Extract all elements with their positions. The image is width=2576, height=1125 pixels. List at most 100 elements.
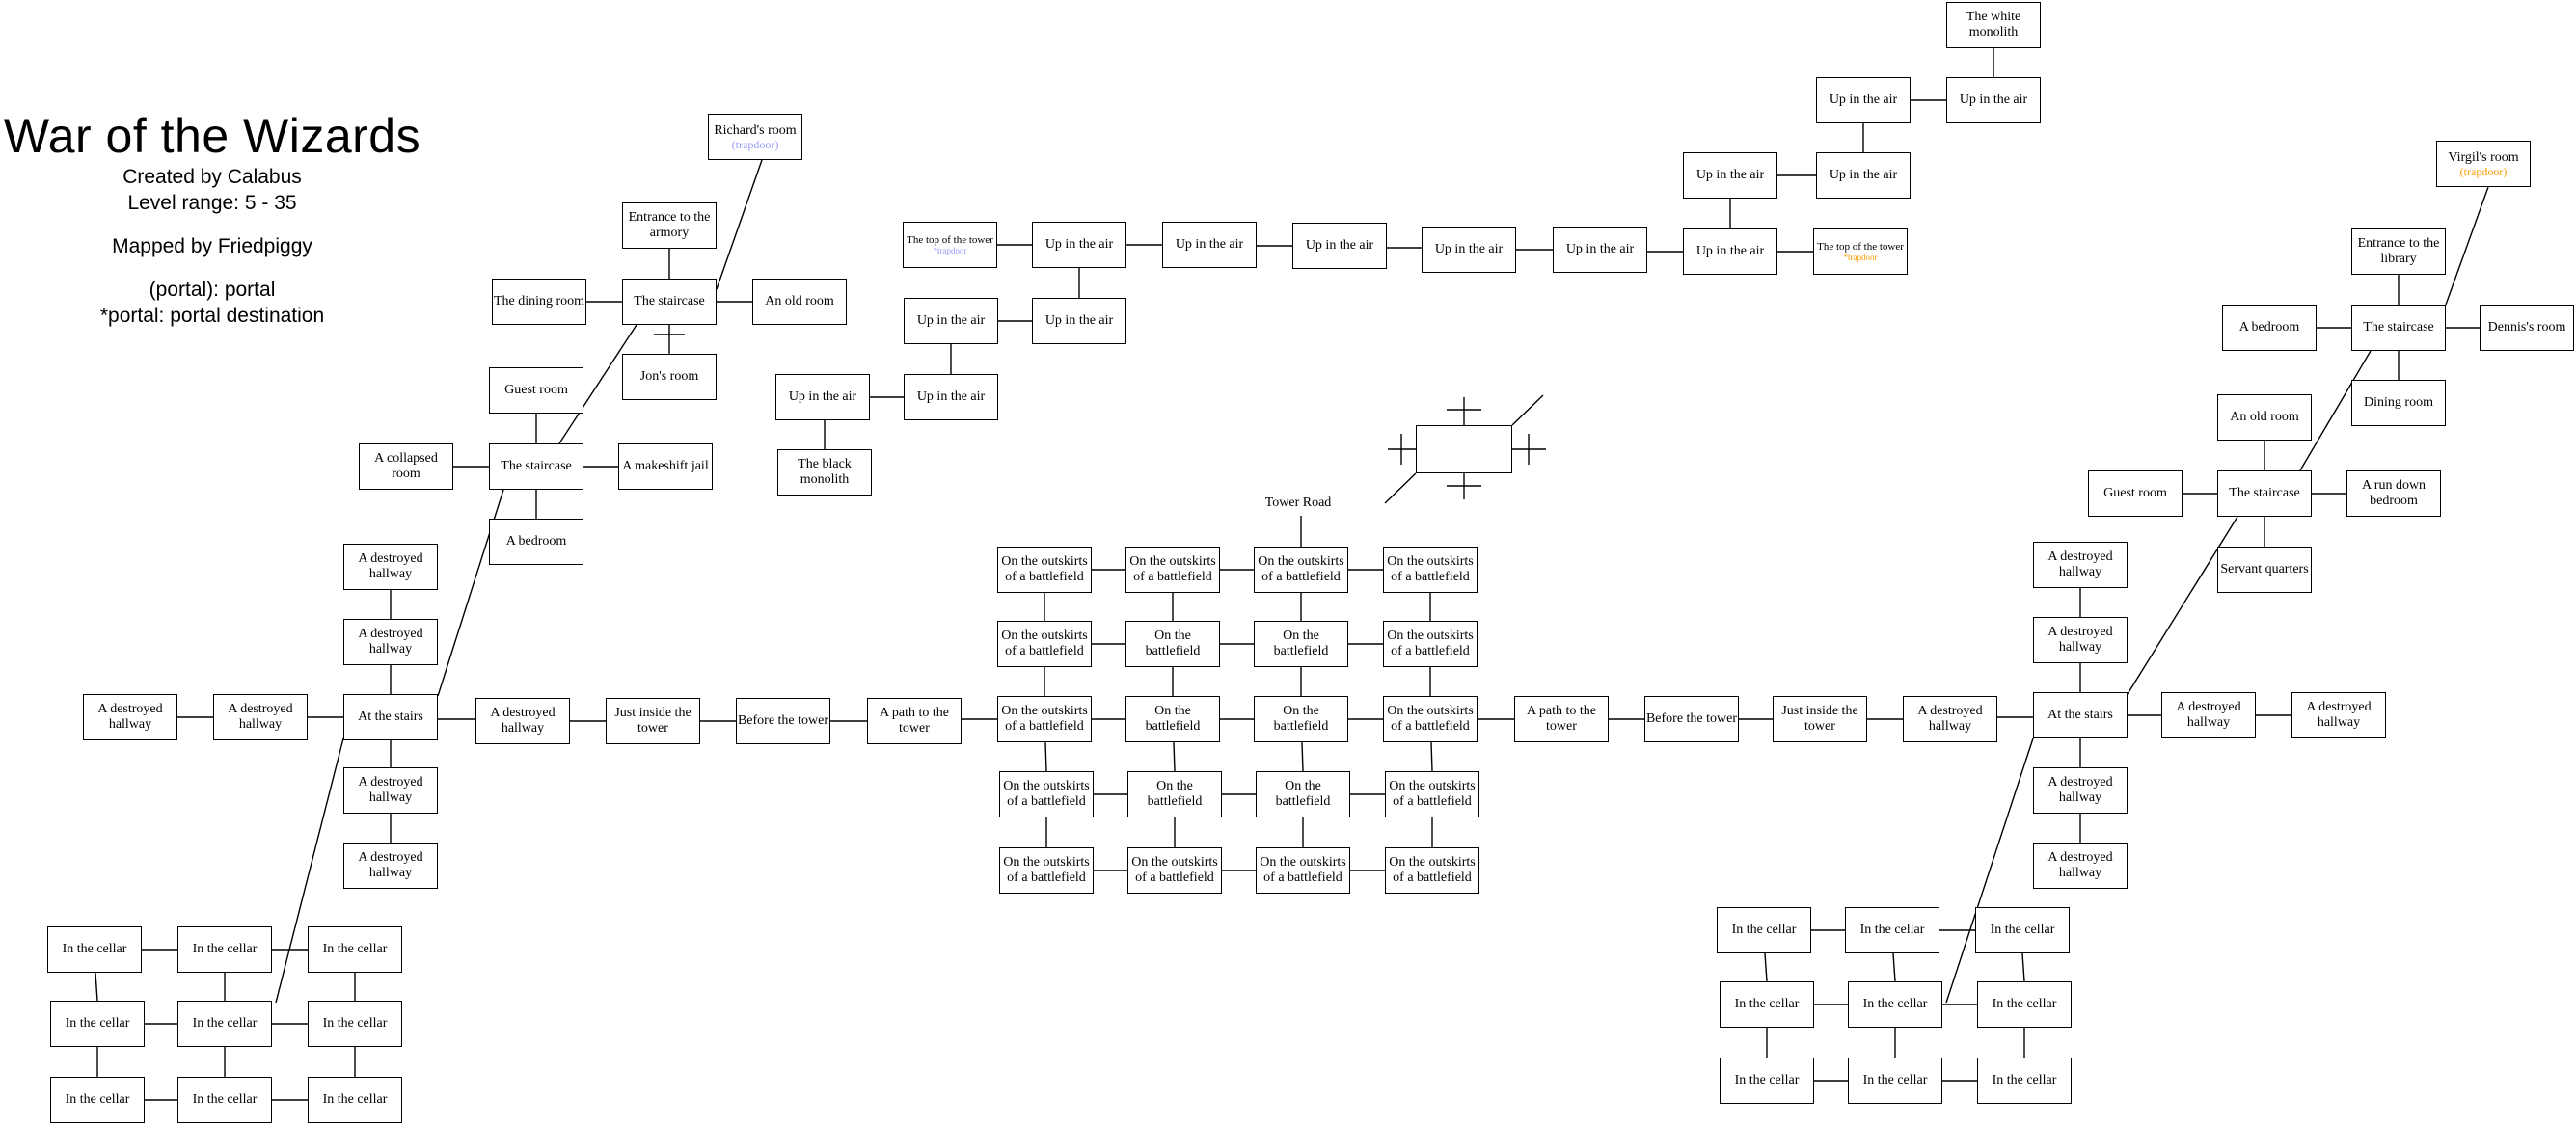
- room-e-hall-e2[interactable]: A destroyed hallway: [2291, 692, 2386, 738]
- room-w-cellar-1-3[interactable]: In the cellar: [308, 926, 402, 973]
- room-e-cellar-3-3[interactable]: In the cellar: [1977, 1058, 2072, 1104]
- room-e-cellar-1-1[interactable]: In the cellar: [1717, 907, 1811, 953]
- room-bf-5-2[interactable]: On the outskirts of a battlefield: [1127, 847, 1222, 894]
- room-bf-3-3[interactable]: On the battlefield: [1254, 696, 1348, 742]
- room-bf-1-1[interactable]: On the outskirts of a battlefield: [997, 547, 1092, 593]
- room-e3-dennis[interactable]: Dennis's room: [2480, 305, 2574, 351]
- room-w-stairs[interactable]: At the stairs: [343, 694, 438, 740]
- room-w-hall-e[interactable]: A destroyed hallway: [475, 698, 570, 744]
- room-e3-dining[interactable]: Dining room: [2351, 380, 2446, 426]
- room-white-monolith[interactable]: The white monolith: [1946, 2, 2041, 48]
- room-w-cellar-1-2[interactable]: In the cellar: [177, 926, 272, 973]
- room-e-inside[interactable]: Just inside the tower: [1773, 696, 1867, 742]
- room-w-hall-b[interactable]: A destroyed hallway: [213, 694, 308, 740]
- room-e-hall-s2[interactable]: A destroyed hallway: [2033, 843, 2128, 889]
- room-e-cellar-3-1[interactable]: In the cellar: [1720, 1058, 1814, 1104]
- room-bf-4-3[interactable]: On the battlefield: [1256, 771, 1350, 817]
- room-w-before[interactable]: Before the tower: [736, 698, 830, 744]
- room-air-top-east[interactable]: The top of the tower*trapdoor: [1813, 228, 1908, 275]
- room-bf-5-4[interactable]: On the outskirts of a battlefield: [1385, 847, 1479, 894]
- room-w-hall-n1[interactable]: A destroyed hallway: [343, 544, 438, 590]
- room-e-cellar-1-3[interactable]: In the cellar: [1975, 907, 2070, 953]
- room-w-cellar-2-3[interactable]: In the cellar: [308, 1001, 402, 1047]
- room-e3-staircase[interactable]: The staircase: [2351, 305, 2446, 351]
- room-bf-3-2[interactable]: On the battlefield: [1125, 696, 1220, 742]
- room-bf-1-3[interactable]: On the outskirts of a battlefield: [1254, 547, 1348, 593]
- room-e-hall-n1[interactable]: A destroyed hallway: [2033, 542, 2128, 588]
- room-e-cellar-3-2[interactable]: In the cellar: [1848, 1058, 1942, 1104]
- room-w3-armory[interactable]: Entrance to the armory: [622, 202, 717, 249]
- room-w-cellar-3-3[interactable]: In the cellar: [308, 1077, 402, 1123]
- room-e-hall-n2[interactable]: A destroyed hallway: [2033, 617, 2128, 663]
- room-e3-library[interactable]: Entrance to the library: [2351, 228, 2446, 275]
- room-air-7[interactable]: Up in the air: [1032, 298, 1126, 344]
- room-w-inside[interactable]: Just inside the tower: [606, 698, 700, 744]
- room-w3-jon[interactable]: Jon's room: [622, 354, 717, 400]
- room-air-top-west[interactable]: The top of the tower*trapdoor: [903, 222, 997, 268]
- room-e-cellar-2-1[interactable]: In the cellar: [1720, 981, 1814, 1028]
- room-e3-bedroom[interactable]: A bedroom: [2222, 305, 2317, 351]
- room-bf-5-3[interactable]: On the outskirts of a battlefield: [1256, 847, 1350, 894]
- room-e2-staircase[interactable]: The staircase: [2217, 470, 2312, 517]
- room-bf-1-2[interactable]: On the outskirts of a battlefield: [1125, 547, 1220, 593]
- room-e-hall-e1[interactable]: A destroyed hallway: [2161, 692, 2256, 738]
- room-air-6[interactable]: Up in the air: [1683, 228, 1777, 275]
- room-air-2[interactable]: Up in the air: [1162, 222, 1257, 268]
- room-w-hall-n2[interactable]: A destroyed hallway: [343, 619, 438, 665]
- room-w2-staircase[interactable]: The staircase: [489, 443, 583, 490]
- room-w-hall-s1[interactable]: A destroyed hallway: [343, 767, 438, 814]
- room-w-cellar-3-1[interactable]: In the cellar: [50, 1077, 145, 1123]
- room-bf-5-1[interactable]: On the outskirts of a battlefield: [999, 847, 1094, 894]
- room-w-cellar-2-1[interactable]: In the cellar: [50, 1001, 145, 1047]
- room-w-cellar-2-2[interactable]: In the cellar: [177, 1001, 272, 1047]
- room-w-hall-s2[interactable]: A destroyed hallway: [343, 843, 438, 889]
- room-air-4[interactable]: Up in the air: [1422, 227, 1516, 273]
- room-bf-2-1[interactable]: On the outskirts of a battlefield: [997, 621, 1092, 667]
- room-air-3[interactable]: Up in the air: [1292, 223, 1387, 269]
- room-e-cellar-2-2[interactable]: In the cellar: [1848, 981, 1942, 1028]
- room-bf-3-1[interactable]: On the outskirts of a battlefield: [997, 696, 1092, 742]
- room-e-hall-s1[interactable]: A destroyed hallway: [2033, 767, 2128, 814]
- room-bf-3-4[interactable]: On the outskirts of a battlefield: [1383, 696, 1478, 742]
- room-w-hall-a[interactable]: A destroyed hallway: [83, 694, 177, 740]
- room-w-cellar-1-1[interactable]: In the cellar: [47, 926, 142, 973]
- room-e2-guest[interactable]: Guest room: [2088, 470, 2183, 517]
- room-e-stairs[interactable]: At the stairs: [2033, 692, 2128, 738]
- room-w2-jail[interactable]: A makeshift jail: [618, 443, 713, 490]
- room-e-cellar-1-2[interactable]: In the cellar: [1845, 907, 1939, 953]
- room-bf-1-4[interactable]: On the outskirts of a battlefield: [1383, 547, 1478, 593]
- room-air-12[interactable]: Up in the air: [1816, 152, 1911, 199]
- room-w2-collapsed[interactable]: A collapsed room: [359, 443, 453, 490]
- room-e-cellar-2-3[interactable]: In the cellar: [1977, 981, 2072, 1028]
- room-w3-staircase[interactable]: The staircase: [622, 279, 717, 325]
- room-air-5[interactable]: Up in the air: [1553, 227, 1647, 273]
- room-w-path[interactable]: A path to the tower: [867, 698, 962, 744]
- room-air-8[interactable]: Up in the air: [904, 298, 998, 344]
- room-w3-richard[interactable]: Richard's room(trapdoor): [708, 114, 802, 160]
- room-bf-2-3[interactable]: On the battlefield: [1254, 621, 1348, 667]
- room-e-hall-w[interactable]: A destroyed hallway: [1903, 696, 1997, 742]
- room-e2-old[interactable]: An old room: [2217, 394, 2312, 441]
- room-bf-2-2[interactable]: On the battlefield: [1125, 621, 1220, 667]
- room-bf-4-2[interactable]: On the battlefield: [1127, 771, 1222, 817]
- room-air-14[interactable]: Up in the air: [1946, 77, 2041, 123]
- room-bf-4-1[interactable]: On the outskirts of a battlefield: [999, 771, 1094, 817]
- room-e2-rundown[interactable]: A run down bedroom: [2346, 470, 2441, 517]
- room-w2-guest[interactable]: Guest room: [489, 367, 583, 414]
- room-e-path[interactable]: A path to the tower: [1514, 696, 1609, 742]
- room-w3-old[interactable]: An old room: [752, 279, 847, 325]
- room-bf-4-4[interactable]: On the outskirts of a battlefield: [1385, 771, 1479, 817]
- room-air-13[interactable]: Up in the air: [1816, 77, 1911, 123]
- room-w2-bedroom[interactable]: A bedroom: [489, 519, 583, 565]
- room-air-10[interactable]: Up in the air: [775, 374, 870, 420]
- room-bf-2-4[interactable]: On the outskirts of a battlefield: [1383, 621, 1478, 667]
- room-w3-dining[interactable]: The dining room: [492, 279, 586, 325]
- room-e3-virgil[interactable]: Virgil's room(trapdoor): [2436, 141, 2531, 187]
- room-e-before[interactable]: Before the tower: [1644, 696, 1739, 742]
- room-black-monolith[interactable]: The black monolith: [777, 449, 872, 496]
- room-e2-servant[interactable]: Servant quarters: [2217, 547, 2312, 593]
- room-air-11[interactable]: Up in the air: [1683, 152, 1777, 199]
- room-air-1[interactable]: Up in the air: [1032, 222, 1126, 268]
- room-air-9[interactable]: Up in the air: [904, 374, 998, 420]
- room-w-cellar-3-2[interactable]: In the cellar: [177, 1077, 272, 1123]
